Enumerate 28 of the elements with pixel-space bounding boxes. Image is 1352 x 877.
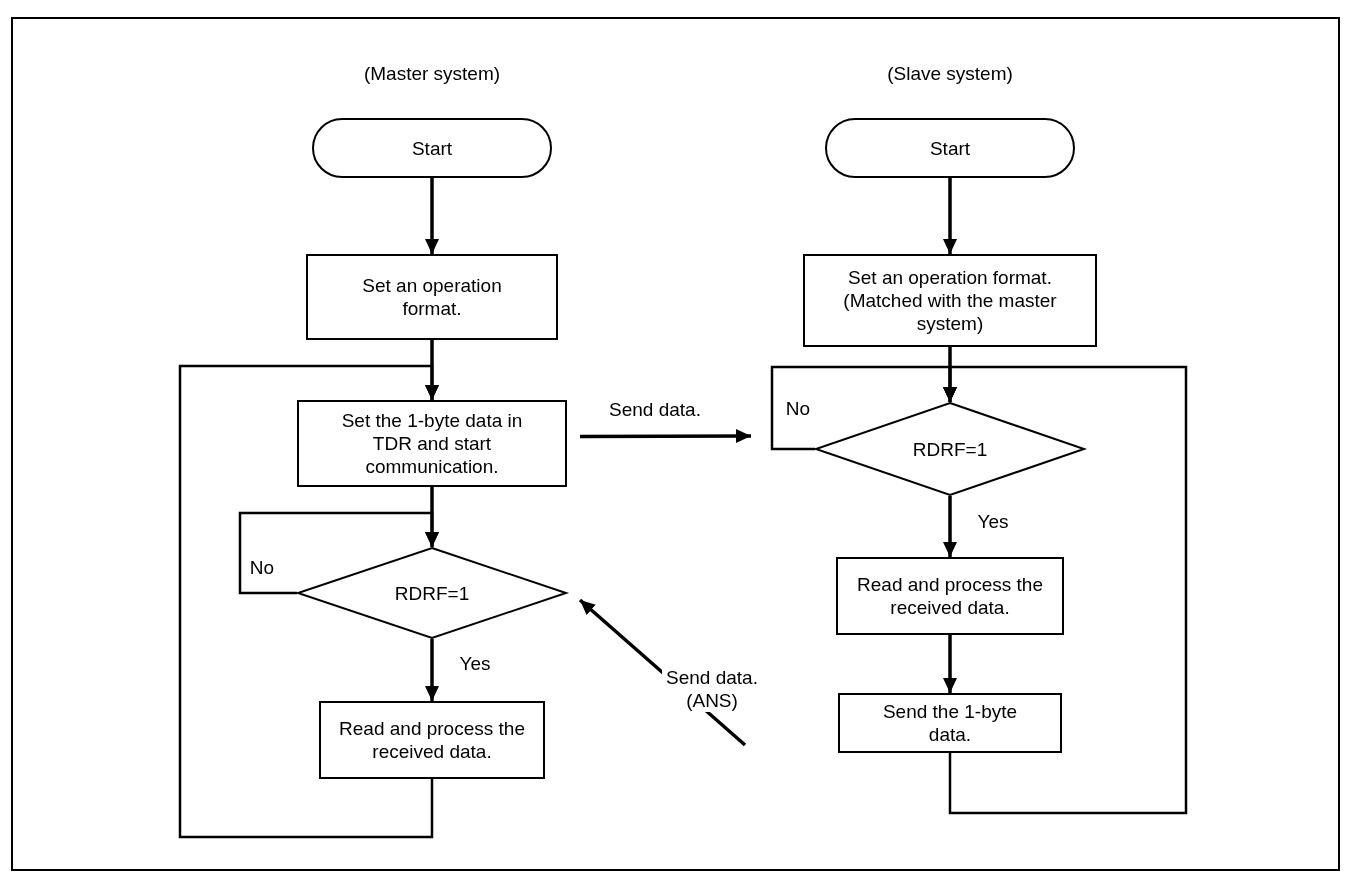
arrow [943,178,957,254]
step-text: Set the 1-byte data in TDR and start communication. [340,409,524,478]
process-box [319,701,545,779]
arrow [238,511,439,595]
arrow [178,364,439,839]
step-text: Set an operation format. [848,266,1052,289]
process-box [306,254,558,340]
arrow [943,365,1188,815]
step-text: Read and process the received data. [338,717,526,763]
arrow [580,429,751,444]
condition-text: RDRF=1 [394,581,470,605]
step-text: Send the 1-byte data. [881,700,1019,746]
step-text: Start [411,136,453,160]
terminal-shape [312,118,552,178]
process-box [803,254,1097,347]
step-text: Read and process the received data. [856,573,1044,619]
arrow [943,635,957,693]
step-text: Start [929,136,971,160]
arrow [425,178,439,254]
process-box [836,557,1064,635]
arrow [425,639,439,701]
step-text: Set an operation format. [361,274,503,320]
process-box [297,400,567,487]
condition-text: RDRF=1 [912,437,988,461]
terminal-shape [825,118,1075,178]
step-text: (Matched with the master system) [842,289,1058,335]
process-box [838,693,1062,753]
arrow [943,496,957,557]
